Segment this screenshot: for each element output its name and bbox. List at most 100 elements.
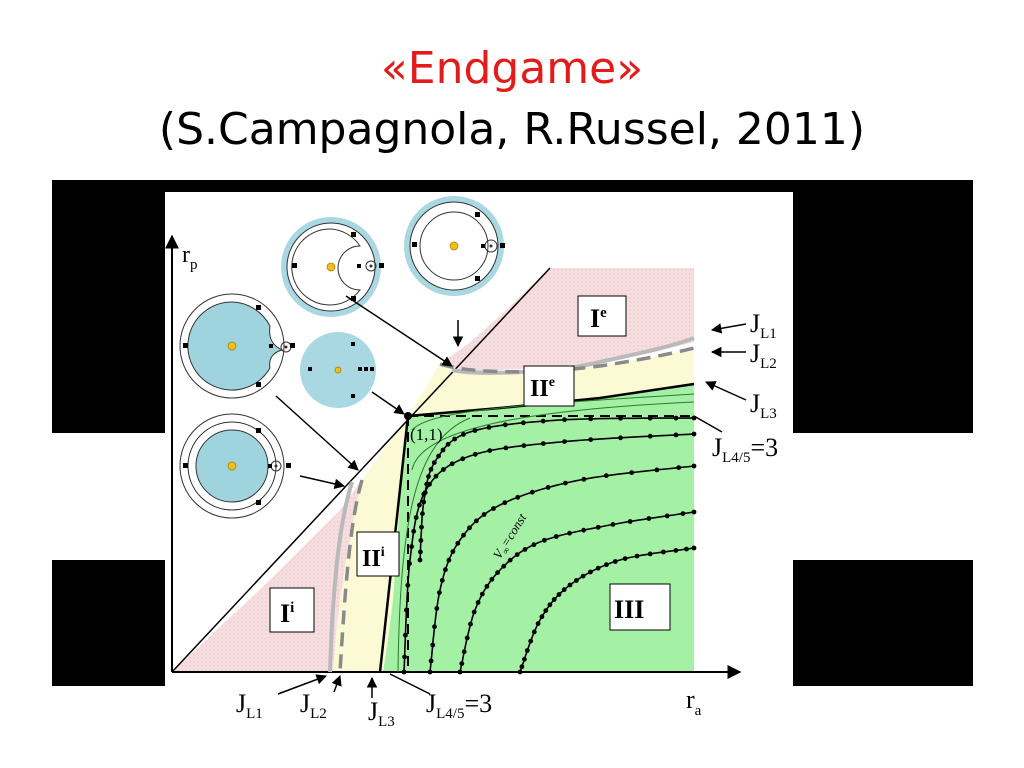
v-inf-curve-dot	[445, 441, 451, 447]
slide-title: «Endgame»	[380, 43, 644, 94]
v-inf-curve-dot	[618, 435, 623, 441]
orbit-diagram-center-disk	[300, 332, 376, 408]
v-inf-curve-dot	[618, 415, 623, 421]
bottom-jl45-annotation: JL4/5=3	[389, 673, 492, 722]
v-inf-curve-dot	[468, 621, 473, 627]
jl2-upper-curve	[439, 346, 695, 374]
right-jl2-annotation: JL2	[710, 339, 777, 372]
black-panel-top-right	[793, 180, 973, 433]
v-inf-curve-dot	[622, 556, 628, 561]
v-inf-curve-dot	[521, 443, 527, 448]
black-panel-top-left	[52, 180, 165, 433]
v-inf-curve-dot	[489, 576, 495, 582]
slide-subtitle: (S.Campagnola, R.Russel, 2011)	[158, 104, 866, 155]
v-inf-curve-dot	[464, 635, 470, 641]
v-inf-curve-dot	[646, 516, 652, 521]
v-inf-curve-dot	[604, 562, 609, 568]
v-inf-curve-dot	[421, 491, 427, 497]
v-inf-const-curves	[401, 415, 697, 675]
orbit-diagram-top-right	[404, 196, 505, 296]
v-inf-curve-dot	[428, 467, 434, 472]
v-inf-curve-dot	[459, 661, 465, 666]
v-inf-curve-dot	[460, 456, 466, 462]
v-inf-curve-dot	[502, 500, 508, 506]
arrow-disk-to-point	[371, 391, 405, 415]
v-inf-curve-dot	[436, 453, 441, 459]
v-inf-curve-dot	[574, 578, 579, 583]
region-iii-label: IIi	[356, 531, 400, 577]
v-inf-curve-dot	[535, 621, 541, 626]
v-inf-curve-dot	[471, 609, 477, 615]
bottom-jl3-annotation: JL3	[366, 676, 395, 730]
v-inf-curve-dot	[691, 545, 697, 551]
v-inf-curve-dot	[673, 432, 679, 438]
v-inf-curve-dot	[647, 551, 653, 557]
v-inf-curve-dot	[629, 470, 635, 475]
bottom-jl1-annotation: JL1	[236, 674, 327, 722]
region-ii-label: Ii	[269, 587, 315, 633]
v-inf-curve-dot	[405, 582, 411, 588]
right-jl3-annotation: JL3	[705, 381, 777, 422]
v-inf-curve-dot	[543, 608, 549, 613]
v-inf-curve-dot	[417, 557, 423, 563]
orbit-diagram-left-lower	[179, 413, 291, 519]
x-axis-label: ra	[686, 685, 702, 719]
svg-text:IIi: IIi	[362, 545, 385, 572]
v-inf-curve-dot	[486, 425, 492, 430]
region-iii-label-box: III	[609, 583, 671, 631]
v-inf-curve-dot	[551, 597, 557, 602]
v-inf-curve-dot	[467, 525, 472, 531]
svg-text:JL1: JL1	[750, 309, 777, 342]
v-inf-curve-dot	[522, 547, 528, 552]
black-panel-bottom-right	[793, 560, 973, 686]
v-inf-curve-dot	[501, 563, 507, 569]
v-inf-curve-dot	[539, 614, 545, 620]
v-inf-curve-dot	[437, 590, 442, 595]
v-inf-curve-dot	[427, 481, 432, 487]
v-inf-curve-dot	[421, 499, 427, 505]
v-inf-curve-dot	[664, 513, 670, 519]
v-inf-curve-dot	[691, 463, 697, 469]
contour-thin-3	[397, 417, 471, 673]
right-jl1-annotation: JL1	[710, 309, 777, 342]
v-inf-curve-dot	[426, 474, 431, 479]
v-inf-curve-dot	[487, 448, 493, 453]
v-inf-curve-dot	[433, 473, 439, 479]
v-inf-curve-dot	[495, 570, 500, 575]
v-inf-curve-dot	[673, 415, 679, 421]
v-inf-curve-dot	[654, 467, 660, 473]
contour-thin-1	[411, 393, 695, 431]
bottom-jl2-annotation: JL2	[300, 675, 342, 722]
v-inf-curve-dot	[517, 669, 523, 675]
v-inf-curve-dot	[450, 549, 456, 554]
v-inf-curve-dot	[612, 559, 618, 564]
v-inf-curve-dot	[647, 415, 653, 421]
v-inf-curve-dot	[449, 461, 455, 467]
svg-text:JL4/5=3: JL4/5=3	[712, 433, 778, 466]
jl1-upper-curve	[451, 336, 695, 375]
v-inf-curve-dot	[588, 569, 593, 575]
v-inf-curve-dot	[542, 537, 547, 543]
v-inf-curve-dot	[567, 530, 572, 536]
v-inf-curve-dot	[556, 592, 562, 597]
v-inf-curve-dot	[581, 527, 586, 533]
v-inf-curve-dot	[432, 624, 437, 630]
v-inf-curve-dot	[404, 607, 409, 613]
v-inf-curve-dot	[446, 557, 452, 563]
v-inf-curve-dot	[553, 534, 559, 539]
svg-text:JL2: JL2	[750, 339, 777, 372]
v-inf-curve-dot	[567, 582, 573, 588]
v-inf-curve-dot	[676, 465, 682, 470]
v-inf-curve-dot	[491, 506, 496, 511]
point-1-1-label: (1,1)	[410, 425, 443, 444]
v-inf-curve-dot	[407, 561, 412, 566]
v-inf-curve-dot	[680, 511, 686, 516]
svg-text:Ii: Ii	[280, 599, 294, 628]
v-inf-curve-dot	[647, 433, 653, 439]
arrow-top-center-to-boundary	[345, 295, 453, 367]
right-jl45-annotation: JL4/5=3	[693, 415, 778, 466]
v-inf-curve-dot	[528, 638, 534, 644]
v-inf-curve-dot	[531, 629, 537, 635]
svg-text:III: III	[614, 595, 644, 624]
